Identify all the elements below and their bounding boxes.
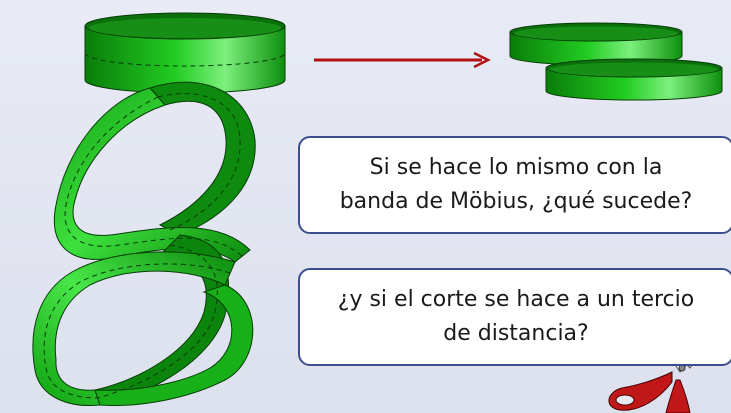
callout-text-line: de distancia? <box>443 321 589 346</box>
cut-cylinder-lower <box>545 58 723 101</box>
callout-text-line: ¿y si el corte se hace a un tercio <box>337 287 695 312</box>
cylinder-band <box>84 12 286 94</box>
callout-text-line: Si se hace lo mismo con la <box>369 155 663 180</box>
question-callout-third: ¿y si el corte se hace a un tercio de di… <box>298 268 731 366</box>
mobius-band <box>32 81 256 407</box>
cut-cylinder-upper <box>509 22 683 66</box>
question-callout-mobius: Si se hace lo mismo con la banda de Möbi… <box>298 136 731 234</box>
cut-line <box>84 52 286 67</box>
right-arrow-icon <box>314 51 491 69</box>
callout-text-line: banda de Möbius, ¿qué sucede? <box>339 189 693 214</box>
